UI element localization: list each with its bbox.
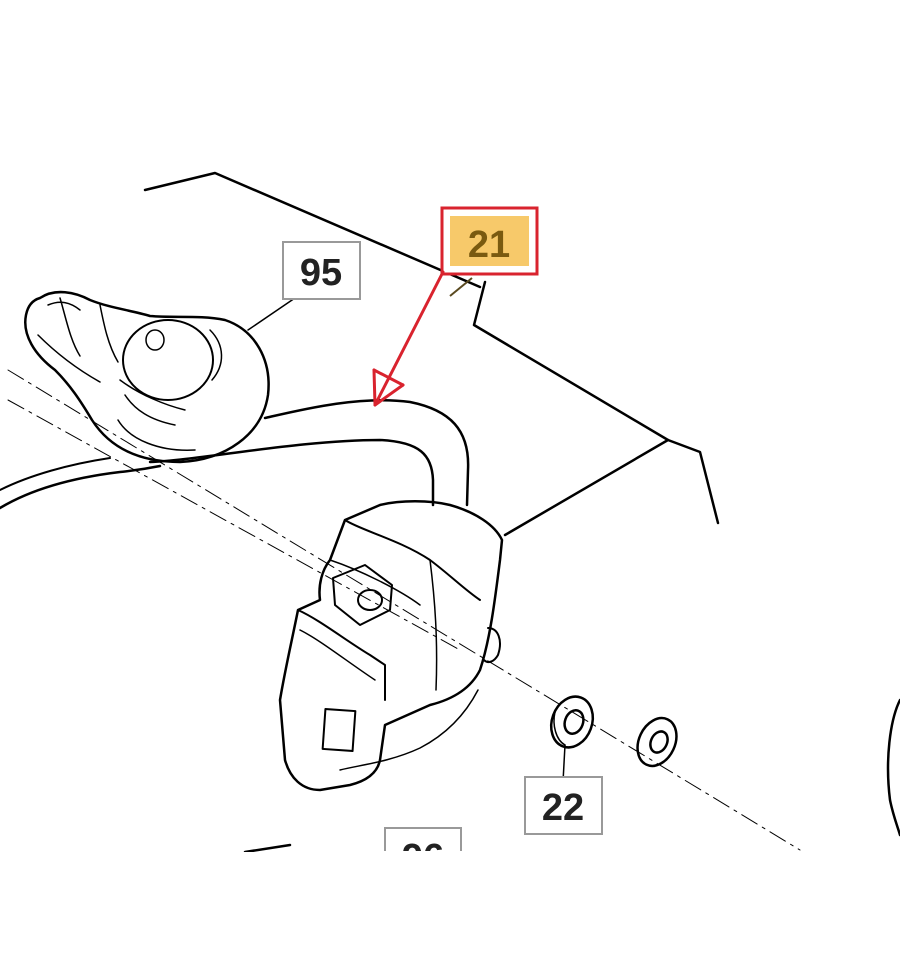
spark-plug-boot xyxy=(24,290,270,464)
callout-95[interactable]: 95 xyxy=(282,241,361,300)
callout-21-leader xyxy=(449,277,473,297)
callout-21-highlighted[interactable]: 21 xyxy=(440,206,539,276)
callout-95-label: 95 xyxy=(300,252,342,294)
washer-nut-right xyxy=(636,716,678,768)
washer-nut-left xyxy=(549,695,595,749)
callout-21-label: 21 xyxy=(468,224,510,266)
callout-22-label: 22 xyxy=(542,787,584,829)
callout-22[interactable]: 22 xyxy=(524,776,603,835)
callout-96-partial[interactable]: 96 xyxy=(384,827,462,885)
ignition-cable xyxy=(0,398,470,510)
highlight-arrow xyxy=(372,270,445,407)
partial-part-bottom xyxy=(243,843,292,854)
callout-96-label: 96 xyxy=(402,837,444,879)
axis-center-lines xyxy=(7,369,801,851)
engine-housing-outline xyxy=(143,171,720,537)
bottom-blank-area xyxy=(0,852,900,962)
leader-lines xyxy=(247,297,566,783)
ignition-coil-module xyxy=(278,500,504,792)
partial-part-right-edge xyxy=(886,698,900,837)
